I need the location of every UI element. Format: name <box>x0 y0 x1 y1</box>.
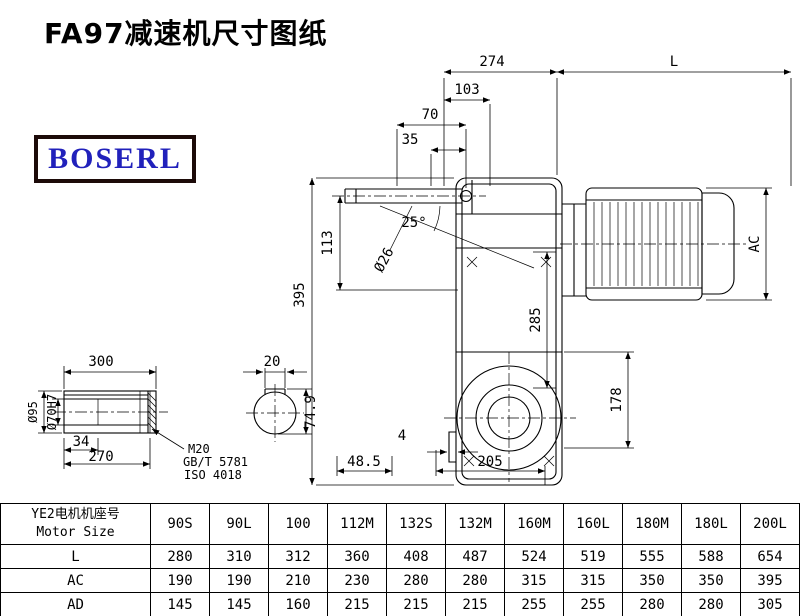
column-header: 90S <box>150 503 210 545</box>
table-cell: 190 <box>150 568 210 593</box>
table-cell: 190 <box>209 568 269 593</box>
motor-size-header-cn: YE2电机机座号 <box>31 507 120 522</box>
section-hatching <box>147 392 157 432</box>
table-cell: 555 <box>622 544 682 569</box>
dim-70-label: 70 <box>422 107 439 123</box>
table-cell: 524 <box>504 544 564 569</box>
table-cell: 310 <box>209 544 269 569</box>
dim-178-label: 178 <box>609 387 625 412</box>
note-standard1-label: GB/T 5781 <box>183 455 248 469</box>
table-row: AC 190 190 210 230 280 280 315 315 350 3… <box>0 568 800 593</box>
table-cell: 145 <box>150 592 210 616</box>
motor-size-header-en: Motor Size <box>36 525 115 540</box>
table-cell: 230 <box>327 568 387 593</box>
table-cell: 215 <box>327 592 387 616</box>
table-row: AD 145 145 160 215 215 215 255 255 280 2… <box>0 592 800 616</box>
angle-25-label: 25° <box>401 215 426 231</box>
table-cell: 280 <box>150 544 210 569</box>
table-cell: 654 <box>740 544 800 569</box>
dim-285-label: 285 <box>528 307 544 332</box>
row-label: AD <box>0 592 151 616</box>
column-header: 180M <box>622 503 682 545</box>
dim-35-label: 35 <box>402 132 419 148</box>
dia-26-label: Ø26 <box>371 245 397 275</box>
row-label: AC <box>0 568 151 593</box>
motor-size-table: YE2电机机座号 Motor Size 90S 90L 100 112M 132… <box>0 503 800 616</box>
table-cell: 305 <box>740 592 800 616</box>
dim-395-label: 395 <box>292 282 308 307</box>
input-shaft-outline <box>344 188 462 204</box>
note-thread-label: M20 <box>188 442 210 456</box>
table-cell: 315 <box>504 568 564 593</box>
gearbox-housing-outline <box>448 177 563 486</box>
dia-95-label: Ø95 <box>26 401 40 423</box>
table-cell: 519 <box>563 544 623 569</box>
column-header: 180L <box>681 503 741 545</box>
dim-20-label: 20 <box>264 354 281 370</box>
table-cell: 408 <box>386 544 446 569</box>
table-cell: 210 <box>268 568 328 593</box>
table-cell: 215 <box>386 592 446 616</box>
table-cell: 255 <box>563 592 623 616</box>
motor-cooling-fins <box>593 202 699 286</box>
dim-L-label: L <box>670 54 678 70</box>
dim-113-label: 113 <box>320 230 336 255</box>
table-cell: 588 <box>681 544 741 569</box>
dim-74-9-label: 74.9 <box>303 395 319 429</box>
dim-274-label: 274 <box>479 54 504 70</box>
motor-outline <box>562 187 735 301</box>
row-label: L <box>0 544 151 569</box>
column-header: 160M <box>504 503 564 545</box>
motor-size-header-cell: YE2电机机座号 Motor Size <box>0 503 151 545</box>
table-cell: 215 <box>445 592 505 616</box>
column-header: 160L <box>563 503 623 545</box>
dim-48-5-label: 48.5 <box>347 454 381 470</box>
table-cell: 360 <box>327 544 387 569</box>
table-cell: 395 <box>740 568 800 593</box>
hollow-shaft-detail-outline <box>63 390 157 434</box>
angle-reference-lines <box>379 205 535 269</box>
column-header: 132M <box>445 503 505 545</box>
leader-lines <box>151 369 478 455</box>
dim-AC-label: AC <box>747 236 763 253</box>
dia-70H7-label: Ø70H7 <box>45 394 59 430</box>
table-cell: 350 <box>681 568 741 593</box>
dim-103-label: 103 <box>454 82 479 98</box>
dim-34-label: 34 <box>73 434 90 450</box>
brand-logo-text: BOSERL <box>48 142 182 175</box>
dim-205-label: 205 <box>477 454 502 470</box>
column-header: 132S <box>386 503 446 545</box>
shaft-section-detail-outline <box>253 388 297 435</box>
table-header-row: YE2电机机座号 Motor Size 90S 90L 100 112M 132… <box>0 503 800 545</box>
technical-drawing: 274 L 103 70 35 25° Ø26 113 395 285 AC 1… <box>26 54 792 486</box>
page-title: FA97减速机尺寸图纸 <box>44 17 328 50</box>
dim-300-label: 300 <box>88 354 113 370</box>
column-header: 112M <box>327 503 387 545</box>
dimension-lines <box>41 69 791 485</box>
table-cell: 280 <box>681 592 741 616</box>
column-header: 200L <box>740 503 800 545</box>
table-cell: 280 <box>386 568 446 593</box>
table-cell: 487 <box>445 544 505 569</box>
table-cell: 145 <box>209 592 269 616</box>
column-header: 100 <box>268 503 328 545</box>
table-cell: 312 <box>268 544 328 569</box>
table-row: L 280 310 312 360 408 487 524 519 555 58… <box>0 544 800 569</box>
table-cell: 255 <box>504 592 564 616</box>
dimension-labels: 274 L 103 70 35 25° Ø26 113 395 285 AC 1… <box>26 54 763 482</box>
brand-logo: BOSERL <box>34 135 196 183</box>
column-header: 90L <box>209 503 269 545</box>
table-cell: 315 <box>563 568 623 593</box>
table-cell: 280 <box>445 568 505 593</box>
table-cell: 160 <box>268 592 328 616</box>
table-cell: 280 <box>622 592 682 616</box>
dim-4-label: 4 <box>398 428 406 444</box>
table-cell: 350 <box>622 568 682 593</box>
dim-270-label: 270 <box>88 449 113 465</box>
note-standard2-label: ISO 4018 <box>184 468 242 482</box>
